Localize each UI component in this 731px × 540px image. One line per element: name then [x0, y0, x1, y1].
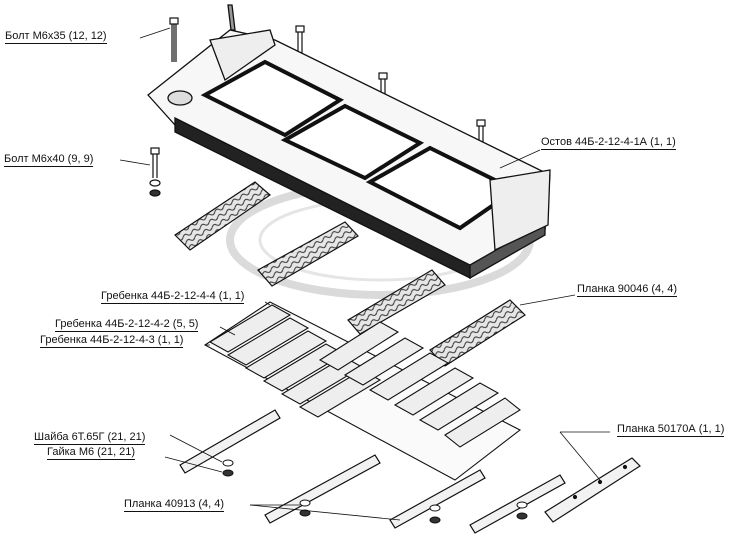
comb-plates	[203, 301, 522, 481]
label-plank-50170a: Планка 50170А (1, 1)	[617, 423, 725, 437]
label-plank-90046: Планка 90046 (4, 4)	[577, 283, 678, 297]
bolt-top-1	[169, 17, 179, 62]
label-frame-ostov: Остов 44Б-2-12-4-1А (1, 1)	[541, 136, 676, 150]
frame-ostov	[147, 4, 551, 280]
label-comb-4-4: Гребенка 44Б-2-12-4-4 (1, 1)	[101, 290, 245, 304]
leader-lines	[119, 27, 610, 521]
label-nut: Гайка М6 (21, 21)	[47, 446, 136, 460]
comb-ridges	[208, 304, 521, 448]
label-comb-4-2: Гребенка 44Б-2-12-4-2 (5, 5)	[55, 318, 199, 332]
label-plank-40913: Планка 40913 (4, 4)	[124, 498, 225, 512]
label-comb-4-3: Гребенка 44Б-2-12-4-3 (1, 1)	[40, 334, 184, 348]
washers-nuts	[222, 459, 528, 524]
label-bolt-m6x40: Болт М6х40 (9, 9)	[4, 153, 94, 167]
planks-90046-under-frame	[174, 181, 526, 367]
label-washer: Шайба 6Т.65Г (21, 21)	[34, 431, 146, 445]
bolt-m6x40-left	[149, 147, 161, 197]
plank-50170a	[544, 457, 641, 523]
label-bolt-m6x35: Болт М6х35 (12, 12)	[5, 30, 107, 44]
